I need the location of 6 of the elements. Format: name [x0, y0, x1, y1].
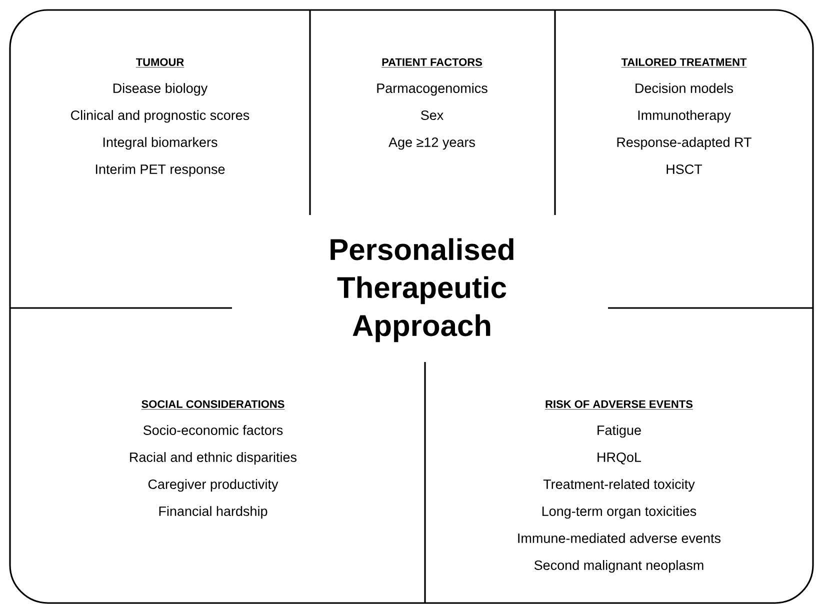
- text-block: PATIENT FACTORS Parmacogenomics Sex Age ≥12 years: [377, 58, 488, 150]
- text-block: TAILORED TREATMENT Decision models Immunotherapy Response-adapted RT HSCT: [617, 58, 752, 174]
- text-block: RISK OF ADVERSE EVENTS Fatigue HRQoL Treatment-related toxicity Long-term organ toxicities Immune-mediated adverse events Second malignant neoplasm: [518, 400, 721, 573]
- central-title: Personalised Therapeutic Approach: [330, 238, 514, 342]
- text-block: SOCIAL CONSIDERATIONS Socio-economic factors Racial and ethnic disparities Caregiver productivity Financial hardship: [130, 400, 296, 519]
- text-block: TUMOUR Disease biology Clinical and prognostic scores Integral biomarkers Interim PET response: [71, 58, 250, 177]
